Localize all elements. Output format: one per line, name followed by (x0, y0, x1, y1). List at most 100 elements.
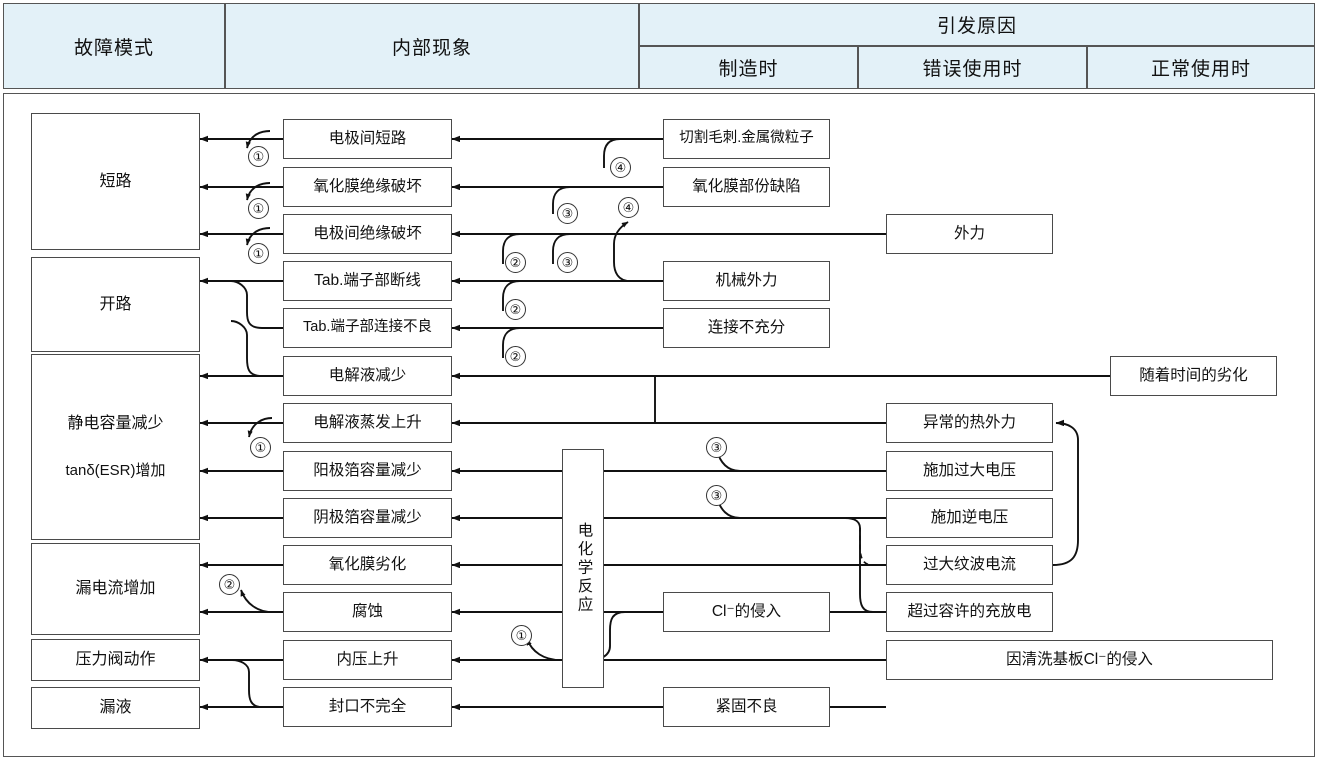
failure-mode-pressure-valve-label: 压力阀动作 (75, 651, 156, 669)
header-failure-mode-label: 故障模式 (73, 37, 154, 59)
phenomenon-electrolyte-evaporation-label: 电解液蒸发上升 (313, 413, 422, 431)
annotation-3d-label: ③ (710, 487, 723, 503)
annotation-1a: ① (248, 146, 269, 167)
cause-reverse-voltage-applied[interactable]: 施加逆电压 (886, 498, 1053, 538)
electrochemical-reaction-label: 电化学反应 (575, 522, 593, 615)
failure-mode-leakage-current[interactable]: 漏电流增加 (31, 543, 200, 635)
header-sub-manufacturing-label: 制造时 (718, 59, 779, 80)
annotation-2b: ② (505, 299, 526, 320)
phenomenon-electrode-insulation-breakdown[interactable]: 电极间绝缘破坏 (283, 214, 452, 254)
annotation-3c-label: ③ (710, 439, 723, 455)
phenomenon-cathode-foil-capacity-drop[interactable]: 阴极箔容量减少 (283, 498, 452, 538)
failure-mode-liquid-leak[interactable]: 漏液 (31, 687, 200, 729)
phenomenon-tab-terminal-break[interactable]: Tab.端子部断线 (283, 261, 452, 301)
annotation-2a: ② (505, 252, 526, 273)
phenomenon-internal-pressure-rise[interactable]: 内压上升 (283, 640, 452, 680)
failure-mode-open[interactable]: 开路 (31, 257, 200, 352)
failure-mode-capacitance-drop[interactable]: 静电容量减少 tanδ(ESR)增加 (31, 354, 200, 540)
diagram-body-frame (3, 93, 1315, 757)
annotation-1a-label: ① (252, 148, 265, 164)
annotation-2d-label: ② (223, 576, 236, 592)
cause-cutting-burr-metal-particles-label: 切割毛刺.金属微粒子 (679, 130, 814, 147)
phenomenon-anode-foil-capacity-drop-label: 阳极箔容量减少 (313, 461, 422, 479)
phenomenon-tab-terminal-bad-connection-label: Tab.端子部连接不良 (303, 319, 432, 336)
annotation-3b: ③ (557, 252, 578, 273)
annotation-1d-label: ① (254, 439, 267, 455)
annotation-1d: ① (250, 437, 271, 458)
annotation-2d: ② (219, 574, 240, 595)
cause-poor-fastening[interactable]: 紧固不良 (663, 687, 830, 727)
cause-reverse-voltage-applied-label: 施加逆电压 (930, 508, 1009, 526)
phenomenon-internal-pressure-rise-label: 内压上升 (336, 650, 399, 668)
phenomenon-tab-terminal-bad-connection[interactable]: Tab.端子部连接不良 (283, 308, 452, 348)
header-sub-normal-label: 正常使用时 (1150, 59, 1251, 80)
cause-external-force-label: 外力 (953, 224, 985, 242)
cause-excessive-ripple-current[interactable]: 过大纹波电流 (886, 545, 1053, 585)
phenomenon-electrolyte-decrease[interactable]: 电解液减少 (283, 356, 452, 396)
annotation-3a: ③ (557, 203, 578, 224)
header-causes-label: 引发原因 (936, 16, 1017, 37)
header-internal-label: 内部现象 (391, 37, 472, 59)
cause-excessive-charge-discharge-label: 超过容许的充放电 (907, 602, 1032, 620)
cause-aging-over-time-label: 随着时间的劣化 (1139, 366, 1248, 384)
annotation-3d: ③ (706, 485, 727, 506)
failure-mode-pressure-valve[interactable]: 压力阀动作 (31, 639, 200, 681)
annotation-4a: ④ (610, 157, 631, 178)
header-sub-manufacturing: 制造时 (639, 46, 858, 89)
annotation-3a-label: ③ (561, 205, 574, 221)
failure-mode-capacitance-drop-label-1: 静电容量减少 (67, 415, 164, 433)
electrochemical-reaction-box[interactable]: 电化学反应 (562, 449, 604, 688)
cause-cutting-burr-metal-particles[interactable]: 切割毛刺.金属微粒子 (663, 119, 830, 159)
cause-oxide-partial-defect-label: 氧化膜部份缺陷 (692, 177, 801, 195)
annotation-2c: ② (505, 346, 526, 367)
header-causes: 引发原因 (639, 3, 1315, 46)
annotation-3c: ③ (706, 437, 727, 458)
cause-excessive-ripple-current-label: 过大纹波电流 (922, 555, 1016, 573)
cause-insufficient-connection[interactable]: 连接不充分 (663, 308, 830, 348)
annotation-1b-label: ① (252, 200, 265, 216)
phenomenon-electrode-short-label: 电极间短路 (328, 129, 407, 147)
header-failure-mode: 故障模式 (3, 3, 225, 89)
header-sub-misuse-label: 错误使用时 (922, 59, 1023, 80)
annotation-2c-label: ② (509, 348, 522, 364)
phenomenon-corrosion[interactable]: 腐蚀 (283, 592, 452, 632)
failure-mode-short[interactable]: 短路 (31, 113, 200, 250)
annotation-1c: ① (248, 243, 269, 264)
cause-aging-over-time[interactable]: 随着时间的劣化 (1110, 356, 1277, 396)
header-internal: 内部现象 (225, 3, 639, 89)
annotation-4a-label: ④ (614, 159, 627, 175)
failure-mode-liquid-leak-label: 漏液 (99, 699, 132, 717)
phenomenon-electrolyte-decrease-label: 电解液减少 (328, 366, 407, 384)
phenomenon-cathode-foil-capacity-drop-label: 阴极箔容量减少 (313, 508, 422, 526)
cause-external-force[interactable]: 外力 (886, 214, 1053, 254)
phenomenon-anode-foil-capacity-drop[interactable]: 阳极箔容量减少 (283, 451, 452, 491)
phenomenon-electrode-insulation-breakdown-label: 电极间绝缘破坏 (313, 224, 422, 242)
cause-pcb-cleaning-chloride-intrusion-label: 因清洗基板Cl⁻的侵入 (1006, 650, 1153, 668)
phenomenon-oxide-insulation-breakdown[interactable]: 氧化膜绝缘破坏 (283, 167, 452, 207)
phenomenon-corrosion-label: 腐蚀 (351, 602, 383, 620)
phenomenon-electrode-short[interactable]: 电极间短路 (283, 119, 452, 159)
phenomenon-tab-terminal-break-label: Tab.端子部断线 (314, 271, 421, 289)
cause-chloride-intrusion[interactable]: Cl⁻的侵入 (663, 592, 830, 632)
annotation-1e: ① (511, 625, 532, 646)
cause-abnormal-thermal-force-label: 异常的热外力 (922, 413, 1016, 431)
header-sub-normal: 正常使用时 (1087, 46, 1315, 89)
annotation-2b-label: ② (509, 301, 522, 317)
annotation-1c-label: ① (252, 245, 265, 261)
cause-excessive-charge-discharge[interactable]: 超过容许的充放电 (886, 592, 1053, 632)
cause-oxide-partial-defect[interactable]: 氧化膜部份缺陷 (663, 167, 830, 207)
failure-mode-short-label: 短路 (99, 172, 132, 190)
phenomenon-oxide-degradation[interactable]: 氧化膜劣化 (283, 545, 452, 585)
cause-pcb-cleaning-chloride-intrusion[interactable]: 因清洗基板Cl⁻的侵入 (886, 640, 1273, 680)
annotation-3b-label: ③ (561, 254, 574, 270)
cause-overvoltage-applied[interactable]: 施加过大电压 (886, 451, 1053, 491)
header-sub-misuse: 错误使用时 (858, 46, 1087, 89)
annotation-2a-label: ② (509, 254, 522, 270)
annotation-4b: ④ (618, 197, 639, 218)
cause-mechanical-external-force[interactable]: 机械外力 (663, 261, 830, 301)
cause-overvoltage-applied-label: 施加过大电压 (922, 461, 1016, 479)
phenomenon-electrolyte-evaporation[interactable]: 电解液蒸发上升 (283, 403, 452, 443)
cause-abnormal-thermal-force[interactable]: 异常的热外力 (886, 403, 1053, 443)
cause-insufficient-connection-label: 连接不充分 (707, 318, 786, 336)
phenomenon-incomplete-sealing[interactable]: 封口不完全 (283, 687, 452, 727)
